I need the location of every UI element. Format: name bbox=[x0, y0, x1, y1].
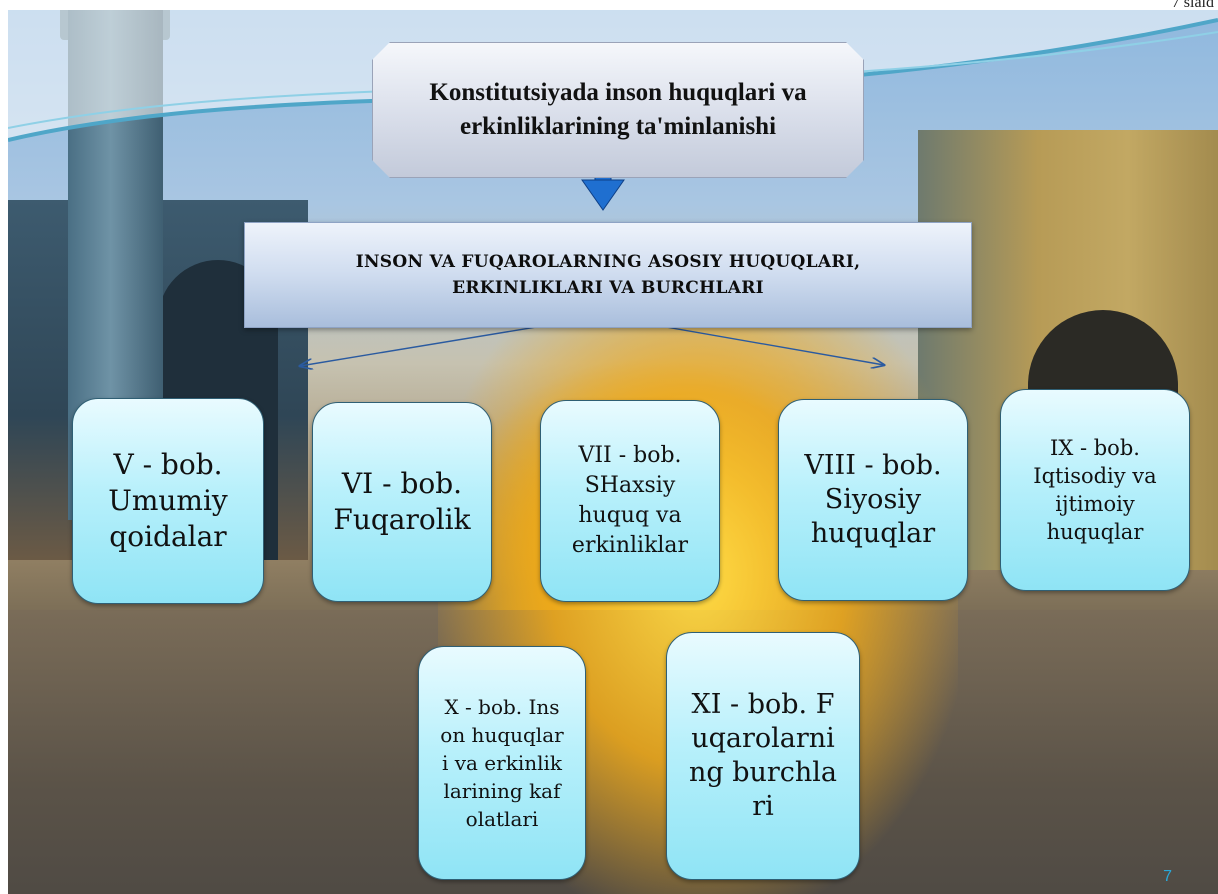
chapter-xi-label: XI - bob. Fuqarolarning burchlari bbox=[688, 689, 838, 822]
subtitle-box: INSON VA FUQAROLARNING ASOSIY HUQUQLARI,… bbox=[244, 222, 972, 328]
chapter-box-xi: XI - bob. Fuqarolarning burchlari bbox=[666, 632, 860, 880]
page-number: 7 bbox=[1163, 868, 1172, 885]
chapter-ix-label: IX - bob. Iqtisodiy va ijtimoiy huquqlar bbox=[1033, 436, 1157, 544]
chapter-box-v: V - bob. Umumiy qoidalar bbox=[72, 398, 264, 604]
chapter-box-viii: VIII - bob. Siyosiy huquqlar bbox=[778, 399, 968, 601]
subtitle-text: INSON VA FUQAROLARNING ASOSIY HUQUQLARI,… bbox=[355, 252, 861, 298]
chapter-v-label: V - bob. Umumiy qoidalar bbox=[108, 448, 228, 553]
title-text: Konstitutsiyada inson huquqlari va erkin… bbox=[429, 79, 807, 140]
chapter-box-x: X - bob. Inson huquqlari va erkinliklari… bbox=[418, 646, 586, 880]
chapter-vi-label: VI - bob. Fuqarolik bbox=[333, 467, 471, 536]
chapter-viii-label: VIII - bob. Siyosiy huquqlar bbox=[804, 450, 942, 549]
chapter-box-ix: IX - bob. Iqtisodiy va ijtimoiy huquqlar bbox=[1000, 389, 1190, 591]
slide-corner-label: 7 slaid bbox=[1171, 0, 1214, 11]
title-box: Konstitutsiyada inson huquqlari va erkin… bbox=[372, 42, 864, 178]
slide: Konstitutsiyada inson huquqlari va erkin… bbox=[8, 10, 1218, 894]
chapter-vii-label: VII - bob. SHaxsiy huquq va erkinliklar bbox=[571, 443, 689, 558]
chapter-box-vii: VII - bob. SHaxsiy huquq va erkinliklar bbox=[540, 400, 720, 602]
chapter-x-label: X - bob. Inson huquqlari va erkinliklari… bbox=[440, 695, 564, 831]
chapter-box-vi: VI - bob. Fuqarolik bbox=[312, 402, 492, 602]
